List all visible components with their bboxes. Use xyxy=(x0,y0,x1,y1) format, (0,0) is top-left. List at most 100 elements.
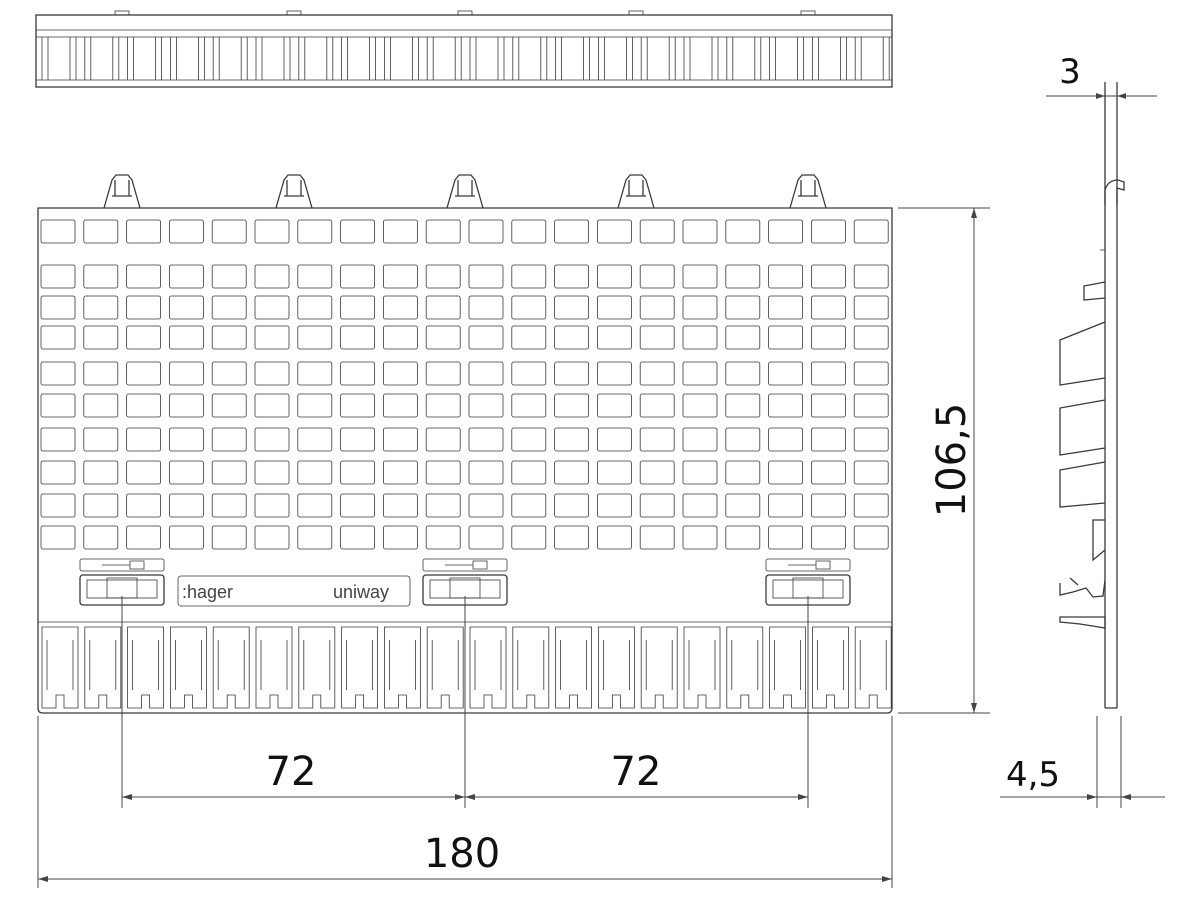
grid-window xyxy=(126,264,161,289)
grid-window xyxy=(382,295,418,320)
dim-arrow xyxy=(1117,93,1126,99)
clip-tab xyxy=(792,577,824,599)
grid-window xyxy=(639,460,675,485)
grid-window xyxy=(425,295,461,320)
grid-window xyxy=(126,361,161,386)
dim-arrow xyxy=(465,794,475,800)
grid-window xyxy=(211,525,247,550)
grid-window xyxy=(340,493,376,518)
grid-window xyxy=(468,393,504,418)
grid-window xyxy=(682,493,718,518)
top-view-rib xyxy=(854,37,890,80)
grid-window xyxy=(126,393,161,418)
grid-window xyxy=(725,493,761,518)
grid-window xyxy=(768,219,803,244)
dim-spacing-right-label: 72 xyxy=(611,749,662,795)
grid-window xyxy=(597,393,632,418)
grid-window xyxy=(468,295,504,320)
grid-window xyxy=(725,460,761,485)
grid-window xyxy=(682,525,718,550)
top-view-rib xyxy=(555,37,590,80)
grid-window xyxy=(297,427,333,452)
grid-window xyxy=(639,393,675,418)
grid-window xyxy=(597,325,632,350)
top-view-nub xyxy=(114,10,130,16)
grid-window xyxy=(511,525,547,550)
top-view-rib xyxy=(41,37,77,80)
grid-window xyxy=(725,264,761,289)
grid-window xyxy=(768,361,803,386)
grid-window xyxy=(554,361,589,386)
grid-window xyxy=(40,295,76,320)
grid-window xyxy=(597,493,632,518)
grid-window xyxy=(768,427,803,452)
grid-window xyxy=(254,460,290,485)
grid-window xyxy=(211,264,247,289)
grid-window xyxy=(811,393,846,418)
grid-window xyxy=(126,325,161,350)
grid-window xyxy=(725,295,761,320)
dim-total-width-label: 180 xyxy=(424,831,500,877)
grid-window xyxy=(83,295,119,320)
top-hook xyxy=(446,174,484,209)
dim-arrow xyxy=(1096,93,1105,99)
grid-window xyxy=(725,393,761,418)
grid-window xyxy=(554,393,589,418)
bottom-fin xyxy=(469,626,507,709)
grid-window xyxy=(297,393,333,418)
grid-window xyxy=(425,361,461,386)
grid-window xyxy=(511,493,547,518)
grid-window xyxy=(811,361,846,386)
grid-window xyxy=(597,525,632,550)
top-view-rib xyxy=(598,37,633,80)
grid-window xyxy=(382,325,418,350)
grid-window xyxy=(853,493,889,518)
top-view-rib xyxy=(127,37,162,80)
grid-window xyxy=(468,493,504,518)
grid-window xyxy=(211,219,247,244)
grid-window xyxy=(468,525,504,550)
grid-window xyxy=(511,325,547,350)
top-view-outline xyxy=(35,14,893,88)
top-view-rib xyxy=(298,37,334,80)
grid-window xyxy=(382,219,418,244)
grid-window xyxy=(554,295,589,320)
grid-window xyxy=(811,325,846,350)
grid-window xyxy=(639,219,675,244)
grid-window xyxy=(83,493,119,518)
grid-window xyxy=(554,493,589,518)
grid-window xyxy=(83,427,119,452)
grid-window xyxy=(168,525,204,550)
grid-window xyxy=(297,525,333,550)
side-hook xyxy=(1104,179,1125,205)
grid-window xyxy=(597,361,632,386)
grid-window xyxy=(126,525,161,550)
brand-label: :hager uniway xyxy=(177,575,411,607)
dim-arrow xyxy=(971,208,977,218)
grid-window xyxy=(168,427,204,452)
grid-window xyxy=(768,493,803,518)
top-hook xyxy=(103,174,141,209)
bottom-fin xyxy=(255,626,293,709)
top-view-rib xyxy=(769,37,804,80)
grid-window xyxy=(297,361,333,386)
grid-window xyxy=(811,219,846,244)
dim-thickness-top-label: 3 xyxy=(1059,52,1081,92)
grid-window xyxy=(597,427,632,452)
grid-window xyxy=(297,264,333,289)
grid-window xyxy=(554,219,589,244)
grid-window xyxy=(425,219,461,244)
grid-window xyxy=(511,219,547,244)
grid-window xyxy=(682,219,718,244)
grid-window xyxy=(340,361,376,386)
grid-window xyxy=(340,325,376,350)
top-view-rib xyxy=(726,37,762,80)
grid-window xyxy=(682,361,718,386)
bottom-fin xyxy=(598,626,635,709)
screwdriver-symbol xyxy=(102,560,145,570)
grid-window xyxy=(468,427,504,452)
grid-window xyxy=(40,493,76,518)
grid-window xyxy=(211,325,247,350)
grid-window xyxy=(768,393,803,418)
grid-window xyxy=(682,427,718,452)
